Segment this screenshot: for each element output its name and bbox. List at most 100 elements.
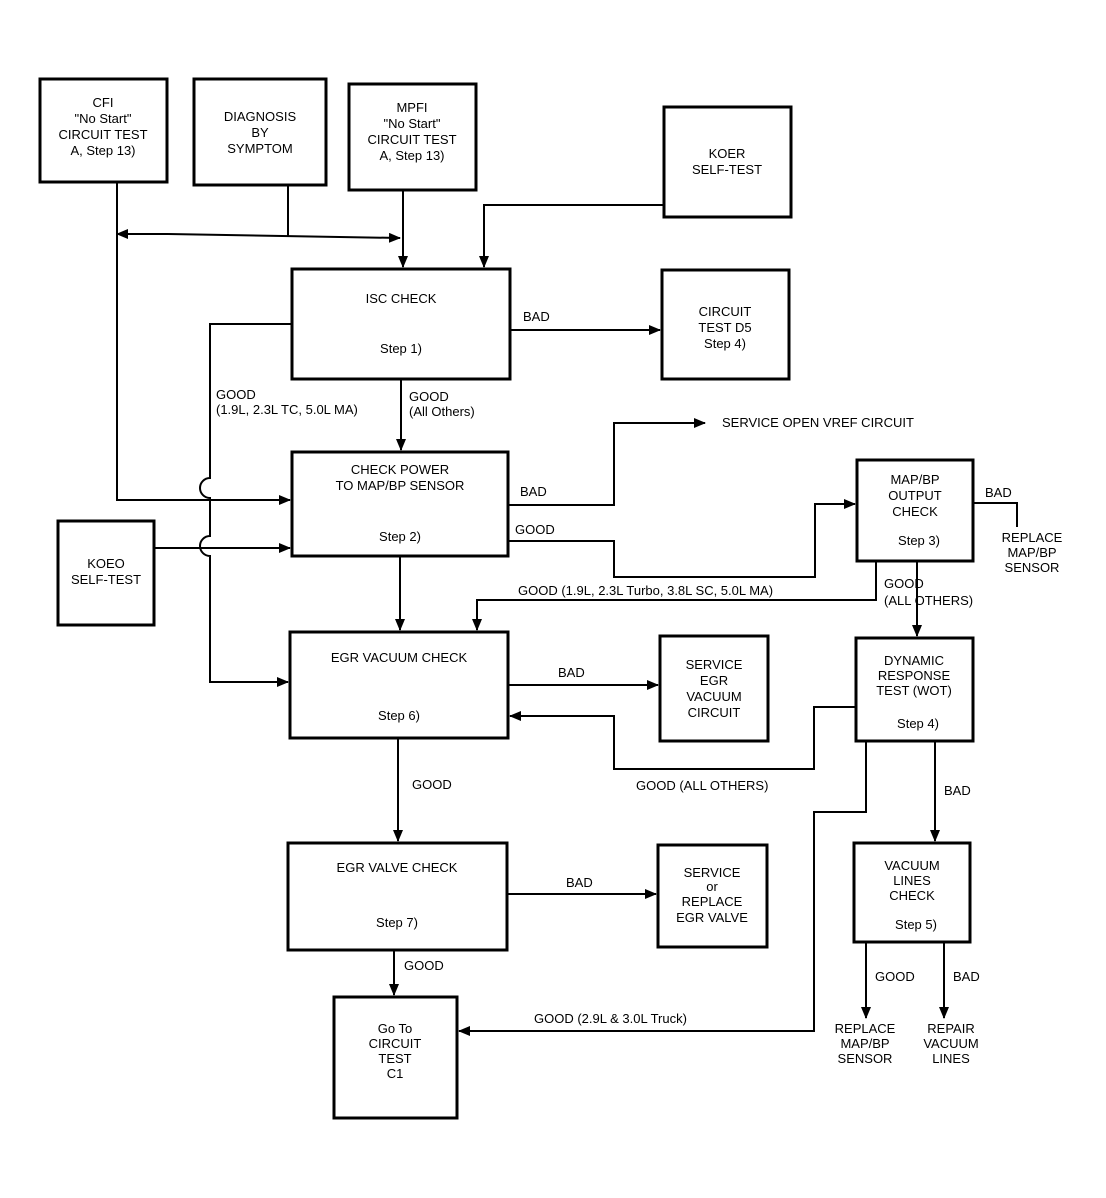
repair-vac-line-3: LINES <box>932 1051 970 1066</box>
mpfi-circuit-test-box: MPFI "No Start" CIRCUIT TEST A, Step 13) <box>347 82 478 192</box>
branch-labels: BAD GOOD (1.9L, 2.3L TC, 5.0L MA) GOOD (… <box>216 309 1063 1066</box>
dynamic-line-3: TEST (WOT) <box>876 683 952 698</box>
egrvalve-step: Step 7) <box>376 915 418 930</box>
power-bad-arrow <box>508 418 706 506</box>
cfi-line-3: CIRCUIT TEST <box>58 127 147 142</box>
replace-map-2-line-3: SENSOR <box>838 1051 893 1066</box>
cfi-circuit-test-box: CFI "No Start" CIRCUIT TEST A, Step 13) <box>38 77 169 184</box>
diagnosis-line-3: SYMPTOM <box>227 141 293 156</box>
koer-line-1: KOER <box>709 146 746 161</box>
svcvalve-line-4: EGR VALVE <box>676 910 748 925</box>
koeo-line-2: SELF-TEST <box>71 572 141 587</box>
mapout-step: Step 3) <box>898 533 940 548</box>
repair-vac-line-1: REPAIR <box>927 1021 974 1036</box>
d5-line-1: CIRCUIT <box>699 304 752 319</box>
isc-check-box: ISC CHECK Step 1) <box>290 267 512 381</box>
connectors <box>116 182 1018 1036</box>
replace-map-1-line-3: SENSOR <box>1005 560 1060 575</box>
vaclines-step: Step 5) <box>895 917 937 932</box>
diagnosis-line-2: BY <box>251 125 269 140</box>
svcegr-line-1: SERVICE <box>686 657 743 672</box>
circuit-test-d5-box: CIRCUIT TEST D5 Step 4) <box>660 268 791 381</box>
power-good-arrow <box>508 499 856 578</box>
power-line-2: TO MAP/BP SENSOR <box>336 478 465 493</box>
vac-bad-label: BAD <box>953 969 980 984</box>
dynamic-response-test-box: DYNAMIC RESPONSE TEST (WOT) Step 4) <box>854 636 975 743</box>
isc-step: Step 1) <box>380 341 422 356</box>
vaclines-line-3: CHECK <box>889 888 935 903</box>
mapout-line-2: OUTPUT <box>888 488 942 503</box>
map-good-turbo-arrow <box>472 561 877 631</box>
isc-good-a-label: GOOD <box>216 387 256 402</box>
map-bad-label: BAD <box>985 485 1012 500</box>
dynamic-bad-label: BAD <box>944 783 971 798</box>
service-vref-label: SERVICE OPEN VREF CIRCUIT <box>722 415 914 430</box>
d5-line-3: Step 4) <box>704 336 746 351</box>
power-line-1: CHECK POWER <box>351 462 449 477</box>
mpfi-line-4: A, Step 13) <box>379 148 444 163</box>
vac-good-label: GOOD <box>875 969 915 984</box>
mapout-line-1: MAP/BP <box>890 472 939 487</box>
diagnosis-by-symptom-box: DIAGNOSIS BY SYMPTOM <box>192 77 328 187</box>
cfi-line-4: A, Step 13) <box>70 143 135 158</box>
go-to-circuit-test-c1-box: Go To CIRCUIT TEST C1 <box>332 995 459 1120</box>
vaclines-line-2: LINES <box>893 873 931 888</box>
egr-vacuum-check-box: EGR VACUUM CHECK Step 6) <box>288 630 510 740</box>
dynamic-line-1: DYNAMIC <box>884 653 944 668</box>
diagnosis-line-1: DIAGNOSIS <box>224 109 297 124</box>
mpfi-line-3: CIRCUIT TEST <box>367 132 456 147</box>
egrvac-step: Step 6) <box>378 708 420 723</box>
dynamic-truck-arrow <box>458 741 867 1036</box>
isc-bad-label: BAD <box>523 309 550 324</box>
koer-to-isc-arrow <box>479 204 664 268</box>
svcegr-line-2: EGR <box>700 673 728 688</box>
vacuum-lines-check-box: VACUUM LINES CHECK Step 5) <box>852 841 972 944</box>
egrvac-bad-label: BAD <box>558 665 585 680</box>
svcvalve-line-2: or <box>706 879 718 894</box>
koeo-line-1: KOEO <box>87 556 125 571</box>
map-good-others-label: GOOD <box>884 576 924 591</box>
d5-line-2: TEST D5 <box>698 320 751 335</box>
map-bp-output-check-box: MAP/BP OUTPUT CHECK Step 3) <box>855 458 975 563</box>
egrvalve-good-label: GOOD <box>404 958 444 973</box>
power-step: Step 2) <box>379 529 421 544</box>
koer-self-test-box: KOER SELF-TEST <box>662 105 793 219</box>
replace-map-2-line-2: MAP/BP <box>840 1036 889 1051</box>
c1-line-1: Go To <box>378 1021 412 1036</box>
svcvalve-line-1: SERVICE <box>684 865 741 880</box>
isc-left-branch-arrow <box>199 323 292 687</box>
cfi-line-1: CFI <box>93 95 114 110</box>
mpfi-line-2: "No Start" <box>384 116 441 131</box>
check-power-box: CHECK POWER TO MAP/BP SENSOR Step 2) <box>290 450 510 558</box>
c1-line-4: C1 <box>387 1066 404 1081</box>
svcvalve-line-3: REPLACE <box>682 894 743 909</box>
dynamic-line-2: RESPONSE <box>878 668 951 683</box>
crossover-right-arrow <box>167 232 401 243</box>
isc-good-b-detail: (All Others) <box>409 404 475 419</box>
power-good-label: GOOD <box>515 522 555 537</box>
isc-good-b-label: GOOD <box>409 389 449 404</box>
dynamic-step: Step 4) <box>897 716 939 731</box>
replace-map-1-line-1: REPLACE <box>1002 530 1063 545</box>
good-truck-label: GOOD (2.9L & 3.0L Truck) <box>534 1011 687 1026</box>
c1-line-3: TEST <box>378 1051 411 1066</box>
c1-line-2: CIRCUIT <box>369 1036 422 1051</box>
egrvac-title: EGR VACUUM CHECK <box>331 650 468 665</box>
isc-title: ISC CHECK <box>366 291 437 306</box>
koer-line-2: SELF-TEST <box>692 162 762 177</box>
mpfi-line-1: MPFI <box>396 100 427 115</box>
map-good-others-detail: (ALL OTHERS) <box>884 593 973 608</box>
egrvac-good-label: GOOD <box>412 777 452 792</box>
power-bad-label: BAD <box>520 484 547 499</box>
repair-vac-line-2: VACUUM <box>923 1036 978 1051</box>
cfi-line-2: "No Start" <box>75 111 132 126</box>
dynamic-good-others-label: GOOD (ALL OTHERS) <box>636 778 768 793</box>
koeo-self-test-box: KOEO SELF-TEST <box>56 519 156 627</box>
cfi-to-check-power-arrow <box>116 234 291 505</box>
service-replace-egr-valve-box: SERVICE or REPLACE EGR VALVE <box>656 843 769 949</box>
vaclines-line-1: VACUUM <box>884 858 939 873</box>
egrvalve-bad-label: BAD <box>566 875 593 890</box>
svcegr-line-3: VACUUM <box>686 689 741 704</box>
egrvalve-title: EGR VALVE CHECK <box>337 860 458 875</box>
